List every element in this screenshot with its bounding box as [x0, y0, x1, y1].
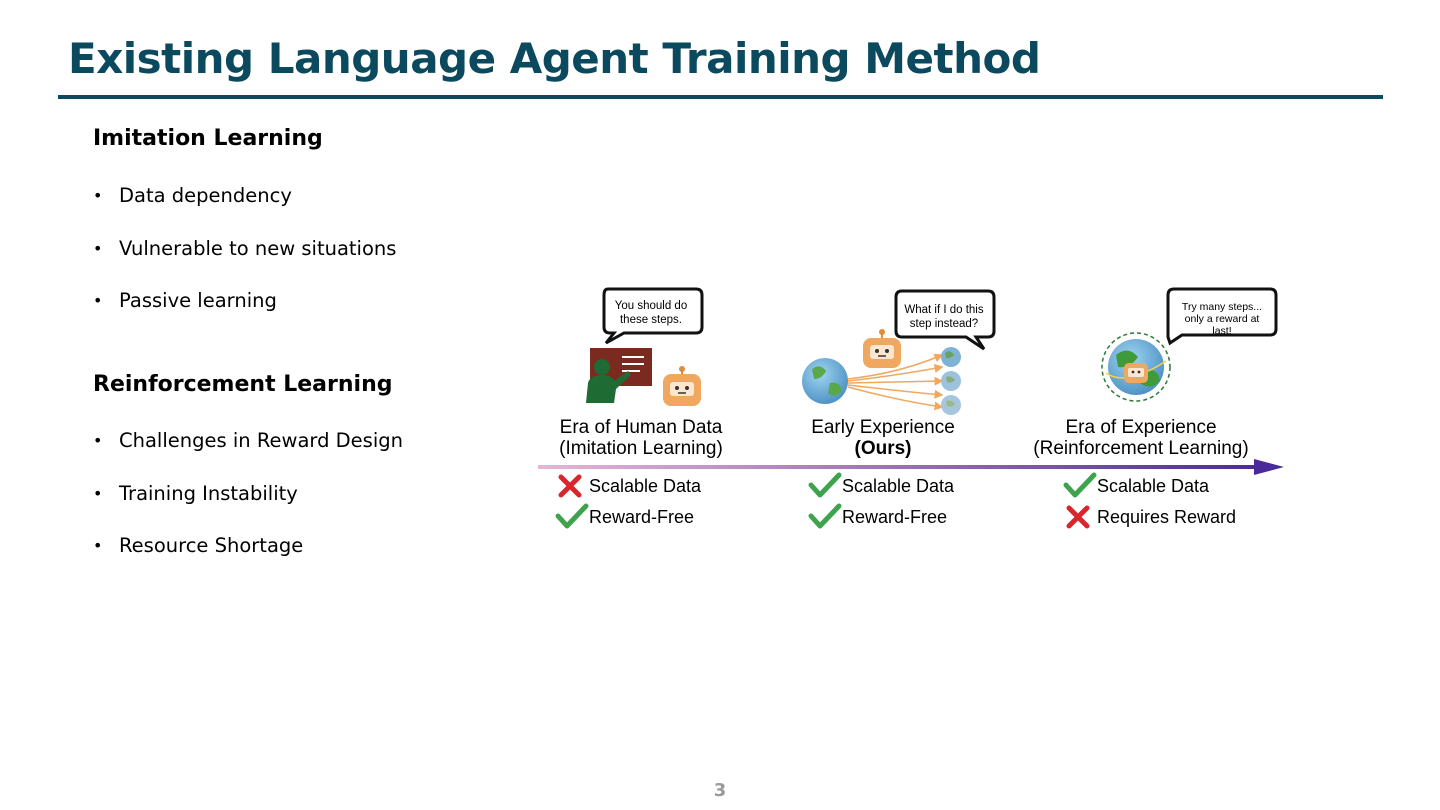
list-item: •Passive learning — [93, 289, 277, 312]
bubble-3-line-3: last! — [1212, 325, 1231, 337]
globe-icon — [941, 347, 961, 415]
bullet-text: Resource Shortage — [119, 534, 304, 557]
training-eras-figure: You should do these steps. Era of Human … — [538, 287, 1284, 529]
cross-icon — [1066, 505, 1090, 529]
check-icon — [1063, 472, 1097, 498]
bubble-1-line-1: You should do — [615, 300, 687, 312]
robot-icon — [663, 366, 701, 406]
globe-icon — [802, 358, 848, 404]
bullet-text: Challenges in Reward Design — [119, 429, 403, 452]
list-item: •Vulnerable to new situations — [93, 236, 397, 260]
bullet-text: Passive learning — [119, 289, 277, 312]
property-label: Scalable Data — [842, 476, 955, 496]
era-2-subtitle: (Ours) — [855, 438, 912, 459]
bubble-3-line-1: Try many steps... — [1182, 301, 1262, 313]
bubble-2-line-1: What if I do this — [904, 304, 984, 316]
branching-arrows — [847, 353, 944, 411]
check-icon — [808, 503, 842, 529]
bullet-text: Vulnerable to new situations — [119, 236, 397, 260]
slide-title: Existing Language Agent Training Method — [68, 34, 1041, 83]
property-item: Scalable Data — [1063, 472, 1210, 498]
check-icon — [555, 503, 589, 529]
speech-bubble-2: What if I do this step instead? — [894, 289, 996, 351]
list-item: •Training Instability — [93, 481, 298, 505]
bubble-3-line-2: only a reward at — [1185, 313, 1260, 325]
property-item: Scalable Data — [808, 472, 955, 498]
era-3-title: Era of Experience — [1065, 417, 1216, 438]
property-label: Scalable Data — [1097, 476, 1210, 496]
property-item: Reward-Free — [555, 503, 694, 529]
reinforcement-learning-list: •Challenges in Reward Design •Training I… — [93, 429, 403, 587]
list-item: •Data dependency — [93, 184, 292, 207]
title-divider — [58, 95, 1383, 99]
bubble-2-line-2: step instead? — [910, 318, 978, 330]
era-1-subtitle: (Imitation Learning) — [559, 438, 723, 459]
property-label: Reward-Free — [589, 507, 694, 527]
speech-bubble-3: Try many steps... only a reward at last! — [1166, 287, 1278, 346]
bullet-text: Training Instability — [119, 481, 298, 505]
property-item: Reward-Free — [808, 503, 947, 529]
page-number: 3 — [713, 780, 727, 801]
list-item: •Resource Shortage — [93, 534, 304, 557]
check-icon — [808, 472, 842, 498]
robot-icon — [863, 329, 901, 368]
property-item: Requires Reward — [1066, 505, 1236, 529]
imitation-learning-list: •Data dependency •Vulnerable to new situ… — [93, 184, 396, 342]
robot-icon — [1124, 363, 1148, 383]
timeline-arrow — [538, 459, 1284, 475]
era-3-subtitle: (Reinforcement Learning) — [1033, 438, 1248, 459]
property-label: Reward-Free — [842, 507, 947, 527]
property-label: Requires Reward — [1097, 507, 1236, 527]
bullet-text: Data dependency — [119, 184, 292, 207]
speech-bubble-1: You should do these steps. — [602, 287, 704, 345]
imitation-learning-heading: Imitation Learning — [93, 126, 323, 151]
property-item: Scalable Data — [558, 474, 702, 498]
bubble-1-line-2: these steps. — [620, 314, 682, 326]
teacher-icon — [586, 348, 652, 403]
list-item: •Challenges in Reward Design — [93, 429, 403, 452]
era-1-title: Era of Human Data — [560, 417, 723, 438]
era-2-title: Early Experience — [811, 417, 955, 438]
reinforcement-learning-heading: Reinforcement Learning — [93, 372, 393, 397]
cross-icon — [558, 474, 582, 498]
property-label: Scalable Data — [589, 476, 702, 496]
